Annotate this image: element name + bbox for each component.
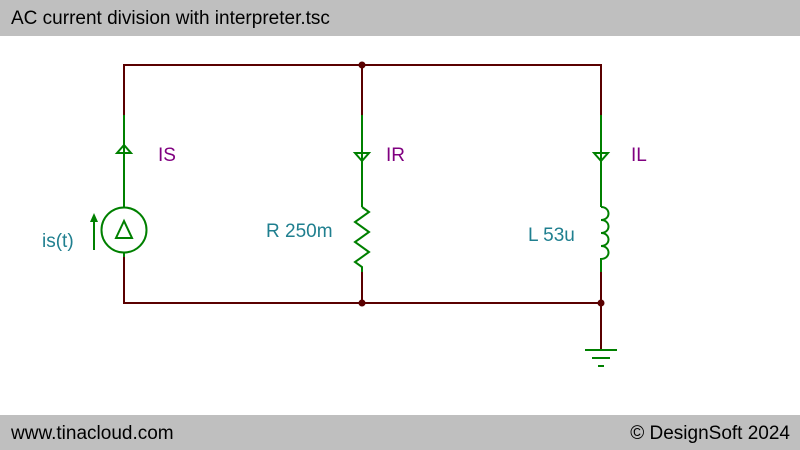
is-current-label: IS <box>158 145 176 166</box>
junction-dot <box>358 61 366 69</box>
source-name-label: is(t) <box>42 231 74 252</box>
title-bar <box>0 0 800 36</box>
resistor-value-label: R 250m <box>266 221 333 242</box>
website-link[interactable]: www.tinacloud.com <box>11 423 174 444</box>
source-direction-arrow-icon <box>90 213 98 250</box>
source-circle <box>100 206 148 254</box>
circuit-schematic: IS IR IL is(t) R 250m L 53u <box>42 61 647 367</box>
junction-dot <box>597 299 605 307</box>
il-current-label: IL <box>631 145 647 166</box>
resistor-zigzag-icon <box>353 206 371 272</box>
current-source[interactable] <box>100 115 148 257</box>
inductor-coil-icon <box>600 206 610 272</box>
window-title: AC current division with interpreter.tsc <box>11 8 330 29</box>
resistor[interactable] <box>352 115 372 272</box>
ir-current-label: IR <box>386 145 405 166</box>
ir-arrow-icon <box>352 152 372 163</box>
junctions <box>358 61 605 307</box>
ground-icon <box>585 349 617 367</box>
copyright-text: © DesignSoft 2024 <box>630 423 790 444</box>
footer-bar <box>0 415 800 450</box>
inductor-value-label: L 53u <box>528 225 575 246</box>
source-delta-icon <box>114 218 134 239</box>
junction-dot <box>358 299 366 307</box>
is-arrow-icon <box>114 143 134 154</box>
bottom-wire <box>123 257 601 304</box>
inductor[interactable] <box>591 115 611 272</box>
il-arrow-icon <box>591 152 611 163</box>
